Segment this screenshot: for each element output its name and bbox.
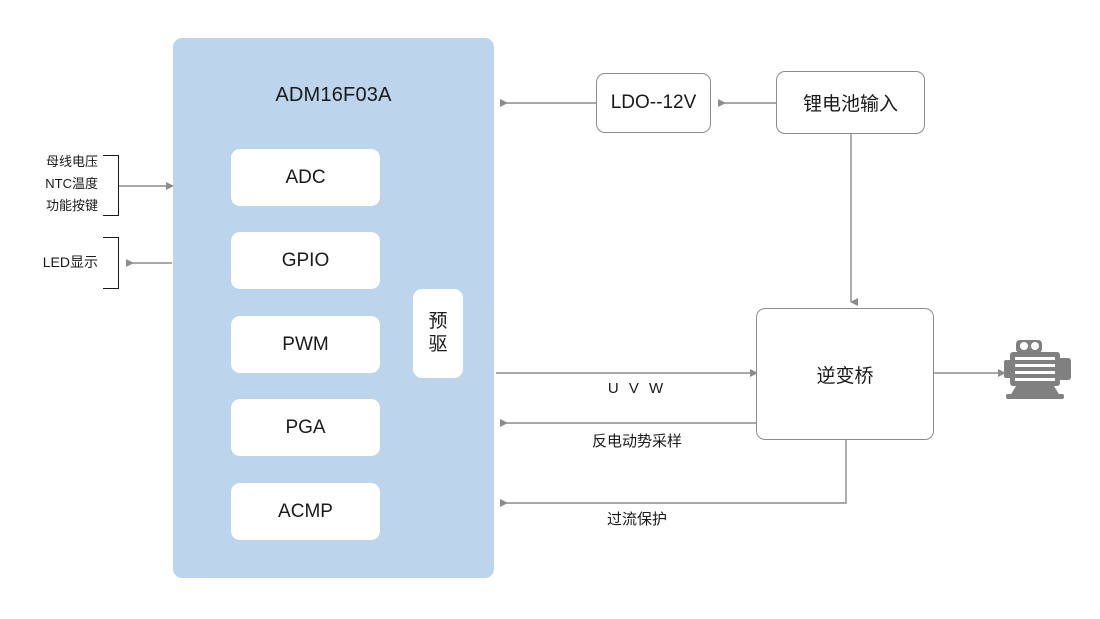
inverter-bridge-block[interactable]: 逆变桥 xyxy=(756,308,934,440)
battery-input-block[interactable]: 锂电池输入 xyxy=(776,71,925,134)
peripheral-block-adc[interactable]: ADC xyxy=(231,149,380,206)
ldo-block[interactable]: LDO--12V xyxy=(596,73,711,133)
pre-driver-label-line1: 预 xyxy=(428,311,448,333)
peripheral-block-gpio[interactable]: GPIO xyxy=(231,232,380,289)
sense-input-label-ntc-temperature: NTC温度 xyxy=(45,176,98,191)
pre-driver-label-line2: 驱 xyxy=(428,333,448,355)
sense-input-labels: 母线电压 NTC温度 功能按键 xyxy=(10,151,98,217)
wire-label-ocp: 过流保护 xyxy=(606,511,667,528)
peripheral-block-acmp[interactable]: ACMP xyxy=(231,483,380,540)
sense-input-label-bus-voltage: 母线电压 xyxy=(45,154,98,169)
peripheral-block-pga[interactable]: PGA xyxy=(231,399,380,456)
wire-label-uvw: U V W xyxy=(607,380,667,397)
wire-label-bemf: 反电动势采样 xyxy=(591,433,682,450)
mcu-title: ADM16F03A xyxy=(275,84,392,106)
led-output-label: LED显示 xyxy=(42,254,98,270)
led-output-bracket xyxy=(103,237,119,289)
sense-input-label-function-key: 功能按键 xyxy=(45,198,98,213)
motor-icon xyxy=(1004,340,1071,399)
pre-driver-block[interactable]: 预 驱 xyxy=(413,289,463,378)
peripheral-block-pwm[interactable]: PWM xyxy=(231,316,380,373)
sense-input-bracket xyxy=(103,155,119,216)
